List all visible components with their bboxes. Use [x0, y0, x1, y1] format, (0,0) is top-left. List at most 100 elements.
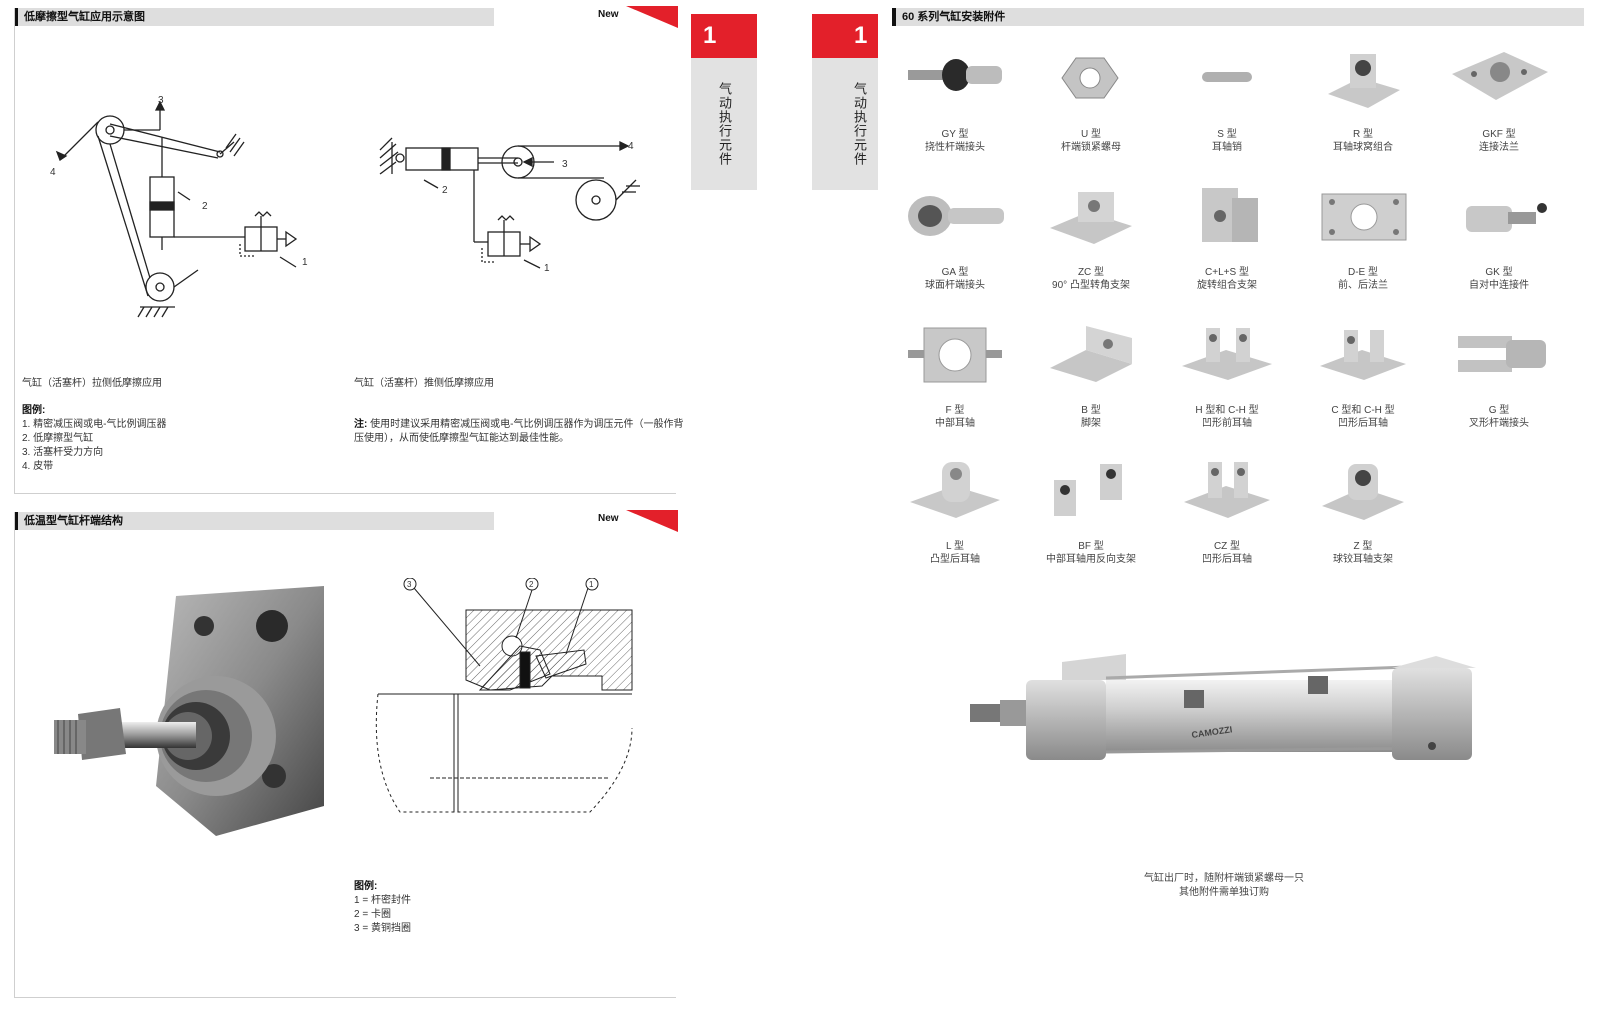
accessory-name: 90° 凸型转角支架 [1052, 280, 1130, 291]
frame-divider [14, 512, 15, 998]
accessory-card: D-E 型前、后法兰 [1298, 178, 1428, 292]
accessory-name: 凸型后耳轴 [930, 554, 980, 565]
section-header-accessories: 60 系列气缸安装附件 [892, 8, 1584, 26]
accessory-model: ZC 型 [1077, 267, 1105, 278]
accessory-model: H 型和 C-H 型 [1195, 405, 1259, 416]
accessory-name: 中部耳轴 [935, 418, 975, 429]
section-header-low-friction: 低摩擦型气缸应用示意图 [14, 8, 494, 26]
accessory-name: 脚架 [1081, 418, 1101, 429]
legend-item: 1. 精密减压阀或电-气比例调压器 [22, 419, 167, 430]
chapter-number: 1 [812, 14, 878, 58]
front-rear-flange-icon [1321, 193, 1407, 241]
female-front-clevis-icon [1182, 328, 1272, 380]
chapter-tab-left[interactable]: 1 气动执行元件 [691, 14, 757, 190]
new-badge-label: New [598, 513, 619, 524]
caption-push-side: 气缸（活塞杆）推侧低摩擦应用 [354, 378, 494, 389]
section-header-low-temp: 低温型气缸杆端结构 [14, 512, 494, 530]
hex-nut-icon [1061, 57, 1119, 99]
diagram-label: 1 [589, 580, 594, 589]
accessory-card: H 型和 C-H 型凹形前耳轴 [1162, 316, 1292, 430]
accessory-model: GKF 型 [1482, 129, 1516, 140]
frame-divider [14, 8, 15, 494]
accessory-name: 连接法兰 [1479, 142, 1519, 153]
diagram-label: 3 [158, 95, 164, 106]
accessory-card: CZ 型凹形后耳轴 [1162, 452, 1292, 566]
spherical-rod-end-icon [908, 196, 1004, 236]
accessory-card: F 型中部耳轴 [890, 316, 1020, 430]
accessory-card: C+L+S 型旋转组合支架 [1162, 178, 1292, 292]
swivel-bracket-icon [1202, 188, 1258, 242]
accessory-model: C 型和 C-H 型 [1331, 405, 1395, 416]
accessory-name: 凹形后耳轴 [1202, 554, 1252, 565]
usage-note: 注: 使用时建议采用精密减压阀或电-气比例调压器作为调压元件（一般作背压使用），… [354, 418, 684, 446]
accessory-card: GY 型挠性杆端接头 [890, 40, 1020, 154]
accessory-name: 耳轴球窝组合 [1333, 142, 1393, 153]
note-label: 注: [354, 419, 368, 430]
diagram-label: 1 [302, 257, 308, 268]
legend-title: 图例: [354, 881, 378, 892]
ball-joint-bracket-icon [1328, 54, 1400, 108]
accessory-name: 挠性杆端接头 [925, 142, 985, 153]
accessory-card: C 型和 C-H 型凹形后耳轴 [1298, 316, 1428, 430]
accessory-name: 凹形后耳轴 [1338, 418, 1388, 429]
female-rear-clevis-cz-icon [1184, 462, 1270, 518]
accessory-model: U 型 [1081, 129, 1101, 140]
accessory-name: 球铰耳轴支架 [1333, 554, 1393, 565]
chapter-number: 1 [691, 14, 757, 58]
push-side-diagram [379, 137, 640, 269]
accessory-model: S 型 [1217, 129, 1237, 140]
diagram-label: 4 [628, 141, 634, 152]
accessory-card: G 型叉形杆端接头 [1434, 316, 1564, 430]
accessory-name: 前、后法兰 [1338, 280, 1388, 291]
accessory-model: G 型 [1488, 405, 1510, 416]
legend-item: 4. 皮带 [22, 461, 54, 472]
section-title: 低温型气缸杆端结构 [24, 515, 123, 527]
red-corner-icon [626, 6, 678, 28]
chapter-tab-right[interactable]: 1 气动执行元件 [812, 14, 878, 190]
accessory-card: GA 型球面杆端接头 [890, 178, 1020, 292]
accessory-card: GKF 型连接法兰 [1434, 40, 1564, 154]
male-rear-clevis-icon [910, 462, 1000, 518]
legend-item: 3 = 黄铜挡圈 [354, 923, 411, 934]
section-title: 60 系列气缸安装附件 [902, 11, 1006, 23]
legend-item: 2. 低摩擦型气缸 [22, 433, 94, 444]
ball-hinge-bracket-icon [1322, 464, 1404, 520]
accessory-model: GY 型 [941, 129, 969, 140]
accessory-card: U 型杆端锁紧螺母 [1026, 40, 1156, 154]
note-text: 使用时建议采用精密减压阀或电-气比例调压器作为调压元件（一般作背压使用），从而使… [354, 419, 684, 444]
diagram-label: 4 [50, 167, 56, 178]
pull-side-diagram [55, 100, 298, 318]
new-badge: New [598, 510, 678, 532]
legend-low-temp: 图例: 1 = 杆密封件 2 = 卡圈 3 = 黄铜挡圈 [354, 880, 411, 936]
accessory-model: GA 型 [941, 267, 969, 278]
red-corner-icon [626, 510, 678, 532]
accessory-card: Z 型球铰耳轴支架 [1298, 452, 1428, 566]
accessory-card: L 型凸型后耳轴 [890, 452, 1020, 566]
fork-rod-end-icon [1458, 336, 1546, 372]
legend-item: 3. 活塞杆受力方向 [22, 447, 104, 458]
self-align-coupler-icon [1466, 203, 1547, 232]
accessory-model: GK 型 [1485, 267, 1513, 278]
accessory-card: R 型耳轴球窝组合 [1298, 40, 1428, 154]
accessory-name: 凹形前耳轴 [1202, 418, 1252, 429]
accessory-model: R 型 [1353, 129, 1373, 140]
accessory-name: 耳轴销 [1212, 142, 1242, 153]
accessory-model: L 型 [946, 541, 964, 552]
female-rear-clevis-icon [1320, 330, 1406, 380]
legend-low-friction: 图例: 1. 精密减压阀或电-气比例调压器 2. 低摩擦型气缸 3. 活塞杆受力… [22, 404, 166, 474]
accessory-card: BF 型中部耳轴用反向支架 [1026, 452, 1156, 566]
accessory-name: 旋转组合支架 [1197, 280, 1257, 291]
chapter-title: 气动执行元件 [717, 82, 732, 166]
accessory-card: B 型脚架 [1026, 316, 1156, 430]
foot-bracket-icon [1050, 326, 1132, 382]
accessory-model: CZ 型 [1213, 541, 1241, 552]
center-trunnion-icon [908, 327, 1002, 383]
diagram-label: 2 [529, 580, 534, 589]
accessory-card: GK 型自对中连接件 [1434, 178, 1564, 292]
caption-pull-side: 气缸（活塞杆）拉侧低摩擦应用 [22, 378, 162, 389]
accessory-model: Z 型 [1353, 541, 1373, 552]
accessory-name: 叉形杆端接头 [1469, 418, 1529, 429]
chapter-title: 气动执行元件 [852, 82, 867, 166]
accessory-model: D-E 型 [1348, 267, 1378, 278]
legend-title: 图例: [22, 405, 46, 416]
